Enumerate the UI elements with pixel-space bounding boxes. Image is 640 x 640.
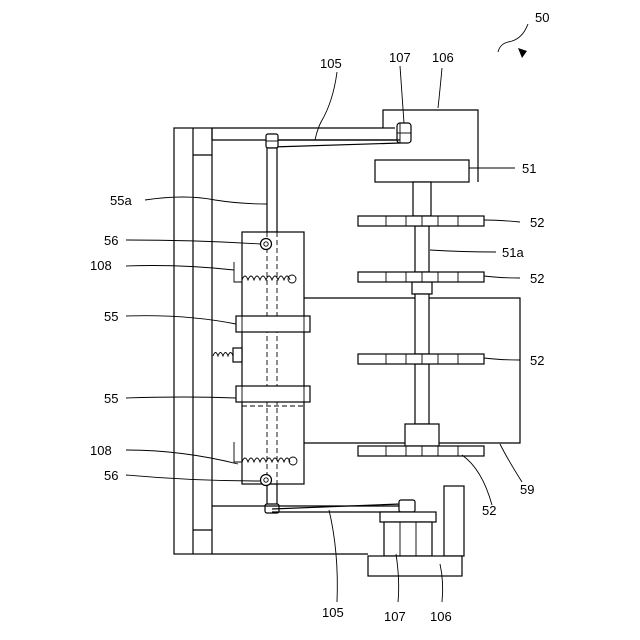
top-beam	[212, 128, 400, 140]
bottom-beam	[212, 506, 404, 554]
bolt-56-bottom	[261, 475, 272, 486]
label-55-top: 55	[104, 309, 118, 324]
label-51a: 51a	[502, 245, 524, 260]
bottom-belt-105	[272, 504, 400, 512]
bottom-motor-107	[380, 500, 436, 556]
label-52-3: 52	[530, 353, 544, 368]
plate-52-2	[358, 272, 484, 282]
bolt-56-top	[261, 239, 272, 250]
label-51: 51	[522, 161, 536, 176]
label-56-top: 56	[104, 233, 118, 248]
label-55-bottom: 55	[104, 391, 118, 406]
label-108-bottom: 108	[90, 443, 112, 458]
head-51	[375, 160, 469, 182]
label-52-1: 52	[530, 215, 544, 230]
reference-labels: 50 105 107 106 51 55a 52 56 51a 108 52 5…	[90, 10, 549, 624]
label-50: 50	[535, 10, 549, 25]
frame-59	[304, 298, 520, 443]
label-55a: 55a	[110, 193, 132, 208]
plate-52-4	[358, 446, 484, 456]
label-106-top: 106	[432, 50, 454, 65]
label-107-top: 107	[389, 50, 411, 65]
label-105-top: 105	[320, 56, 342, 71]
guide-55-bottom	[236, 386, 310, 402]
plate-52-1	[358, 216, 484, 226]
label-107-bottom: 107	[384, 609, 406, 624]
top-belt-105	[272, 140, 400, 147]
label-56-bottom: 56	[104, 468, 118, 483]
label-105-bottom: 105	[322, 605, 344, 620]
label-106-bottom: 106	[430, 609, 452, 624]
left-frame	[174, 128, 212, 554]
guide-55-top	[236, 316, 310, 332]
label-59: 59	[520, 482, 534, 497]
label-108-top: 108	[90, 258, 112, 273]
arrow-50-icon	[518, 48, 527, 58]
plate-52-3	[358, 354, 484, 364]
label-52-2: 52	[530, 271, 544, 286]
label-52-4: 52	[482, 503, 496, 518]
side-spring	[213, 348, 242, 362]
slider-block	[242, 232, 304, 484]
